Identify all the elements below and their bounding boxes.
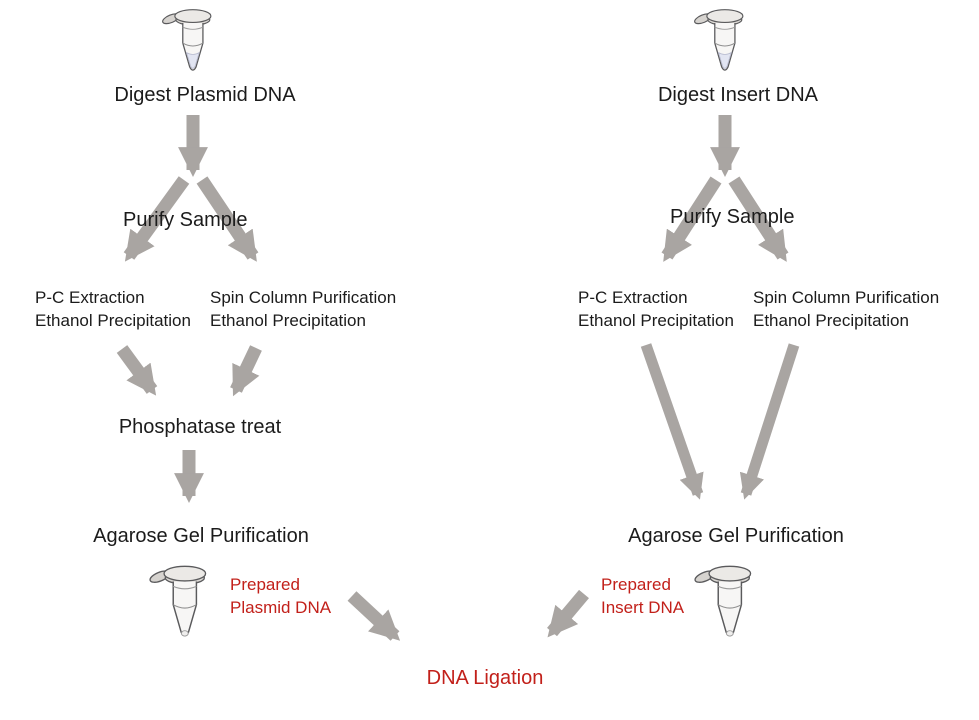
insert-option-pc-extraction: P-C Extraction Ethanol Precipitation [578, 286, 734, 332]
plasmid-split-left-arrow [123, 176, 190, 262]
option-line: Ethanol Precipitation [210, 311, 366, 330]
option-line: Ethanol Precipitation [35, 311, 191, 330]
option-line: Ethanol Precipitation [578, 311, 734, 330]
insert-split-right-arrow [728, 176, 789, 262]
insert-split-left-arrow [661, 176, 722, 262]
option-line: P-C Extraction [35, 288, 145, 307]
agarose-gel-label-insert: Agarose Gel Purification [628, 525, 844, 547]
digest-plasmid-label: Digest Plasmid DNA [114, 84, 296, 106]
microcentrifuge-tube-icon [161, 10, 211, 70]
insert-merge-right-arrow [739, 343, 800, 500]
plasmid-to-ligation-arrow [347, 591, 401, 641]
option-line: Spin Column Purification [753, 288, 940, 307]
prepared-insert-label: Prepared Insert DNA [601, 573, 684, 619]
plasmid-option-pc-extraction: P-C Extraction Ethanol Precipitation [35, 286, 191, 332]
product-line: Prepared [230, 575, 300, 594]
product-line: Prepared [601, 575, 671, 594]
prepared-plasmid-label: Prepared Plasmid DNA [230, 573, 331, 619]
insert-to-ligation-arrow [547, 589, 589, 638]
agarose-gel-label-plasmid: Agarose Gel Purification [93, 525, 309, 547]
plasmid-merge-left-arrow [116, 345, 158, 396]
insert-merge-left-arrow [640, 343, 704, 500]
plasmid-split-right-arrow [196, 176, 259, 262]
microcentrifuge-tube-icon [694, 566, 751, 636]
microcentrifuge-tube-icon [149, 566, 206, 636]
purify-sample-label-insert: Purify Sample [670, 206, 795, 228]
purify-sample-label-plasmid: Purify Sample [123, 209, 248, 231]
product-line: Plasmid DNA [230, 598, 332, 617]
insert-option-spin-column: Spin Column Purification Ethanol Precipi… [753, 286, 939, 332]
option-line: Spin Column Purification [210, 288, 397, 307]
option-line: P-C Extraction [578, 288, 688, 307]
product-line: Insert DNA [601, 598, 685, 617]
dna-ligation-label: DNA Ligation [426, 667, 544, 689]
microcentrifuge-tube-icon [693, 10, 743, 70]
phosphatase-treat-label: Phosphatase treat [118, 416, 282, 438]
digest-insert-label: Digest Insert DNA [657, 84, 819, 106]
plasmid-merge-right-arrow [230, 345, 262, 397]
option-line: Ethanol Precipitation [753, 311, 909, 330]
plasmid-option-spin-column: Spin Column Purification Ethanol Precipi… [210, 286, 396, 332]
